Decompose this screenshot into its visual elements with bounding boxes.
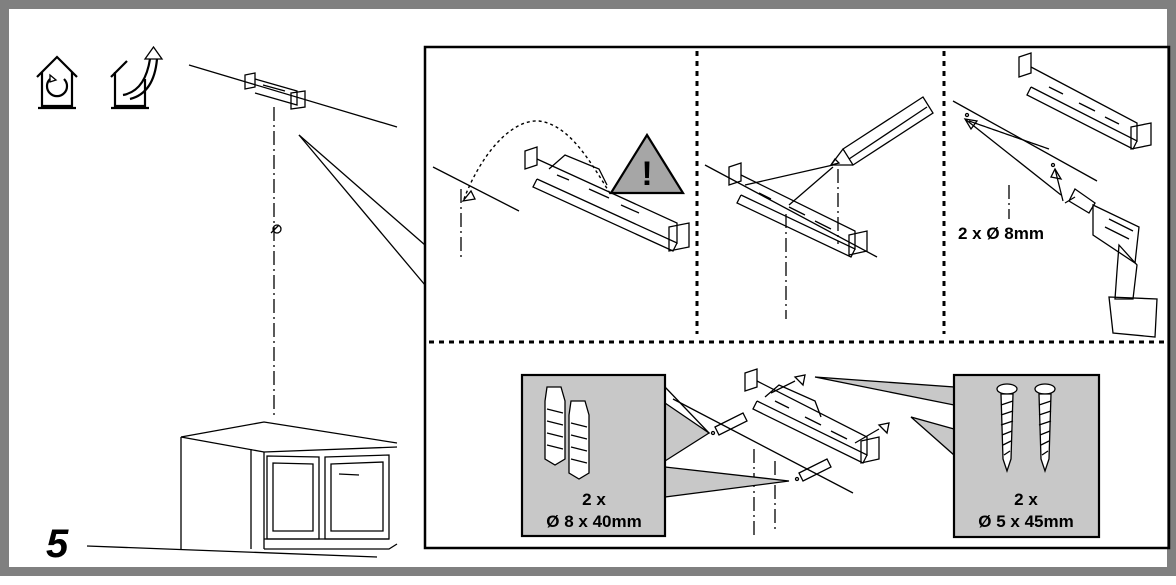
screws-callout: 2 x Ø 5 x 45mm [814, 373, 1101, 539]
step-number: 5 [46, 522, 69, 566]
drill-icon [1064, 188, 1158, 338]
screw [770, 374, 806, 394]
wall-screw [270, 224, 282, 234]
cabinet-door [324, 454, 390, 540]
panel-drill-holes: 2 x Ø 8mm [952, 52, 1158, 338]
detail-frame [423, 45, 1171, 550]
screws-quantity: 2 x [1014, 490, 1038, 509]
cabinet-door [266, 455, 320, 540]
drill-size-label: 2 x Ø 8mm [958, 224, 1044, 243]
plugs-size: Ø 8 x 40mm [546, 512, 641, 531]
panel-fix-bracket: 2 x Ø 8 x 40mm 2 x Ø 5 x 45mm [520, 368, 1101, 539]
wall-plug [714, 412, 748, 436]
plugs-callout: 2 x Ø 8 x 40mm [520, 373, 790, 538]
pencil-icon [829, 96, 934, 167]
panel-position-bracket: ! [432, 120, 690, 259]
wall-overview [188, 64, 426, 419]
screws-size: Ø 5 x 45mm [978, 512, 1073, 531]
screw-icon [996, 383, 1056, 474]
mounting-bracket [728, 162, 868, 258]
panel-mark-holes [704, 96, 934, 319]
wall-plug-icon [544, 386, 590, 480]
recirculation-mode-icon [36, 55, 78, 110]
extraction-mode-icon [110, 45, 164, 110]
screw [854, 422, 890, 444]
plugs-quantity: 2 x [582, 490, 606, 509]
mounting-bracket [1018, 52, 1152, 150]
warning-sign: ! [609, 132, 685, 195]
mounting-bracket [524, 146, 690, 252]
mounting-bracket [744, 368, 880, 464]
wall-bracket [244, 72, 306, 110]
wall-plug [798, 458, 832, 482]
warning-symbol: ! [641, 155, 652, 193]
kitchen-cabinet [180, 421, 398, 550]
floor-line [86, 545, 378, 558]
